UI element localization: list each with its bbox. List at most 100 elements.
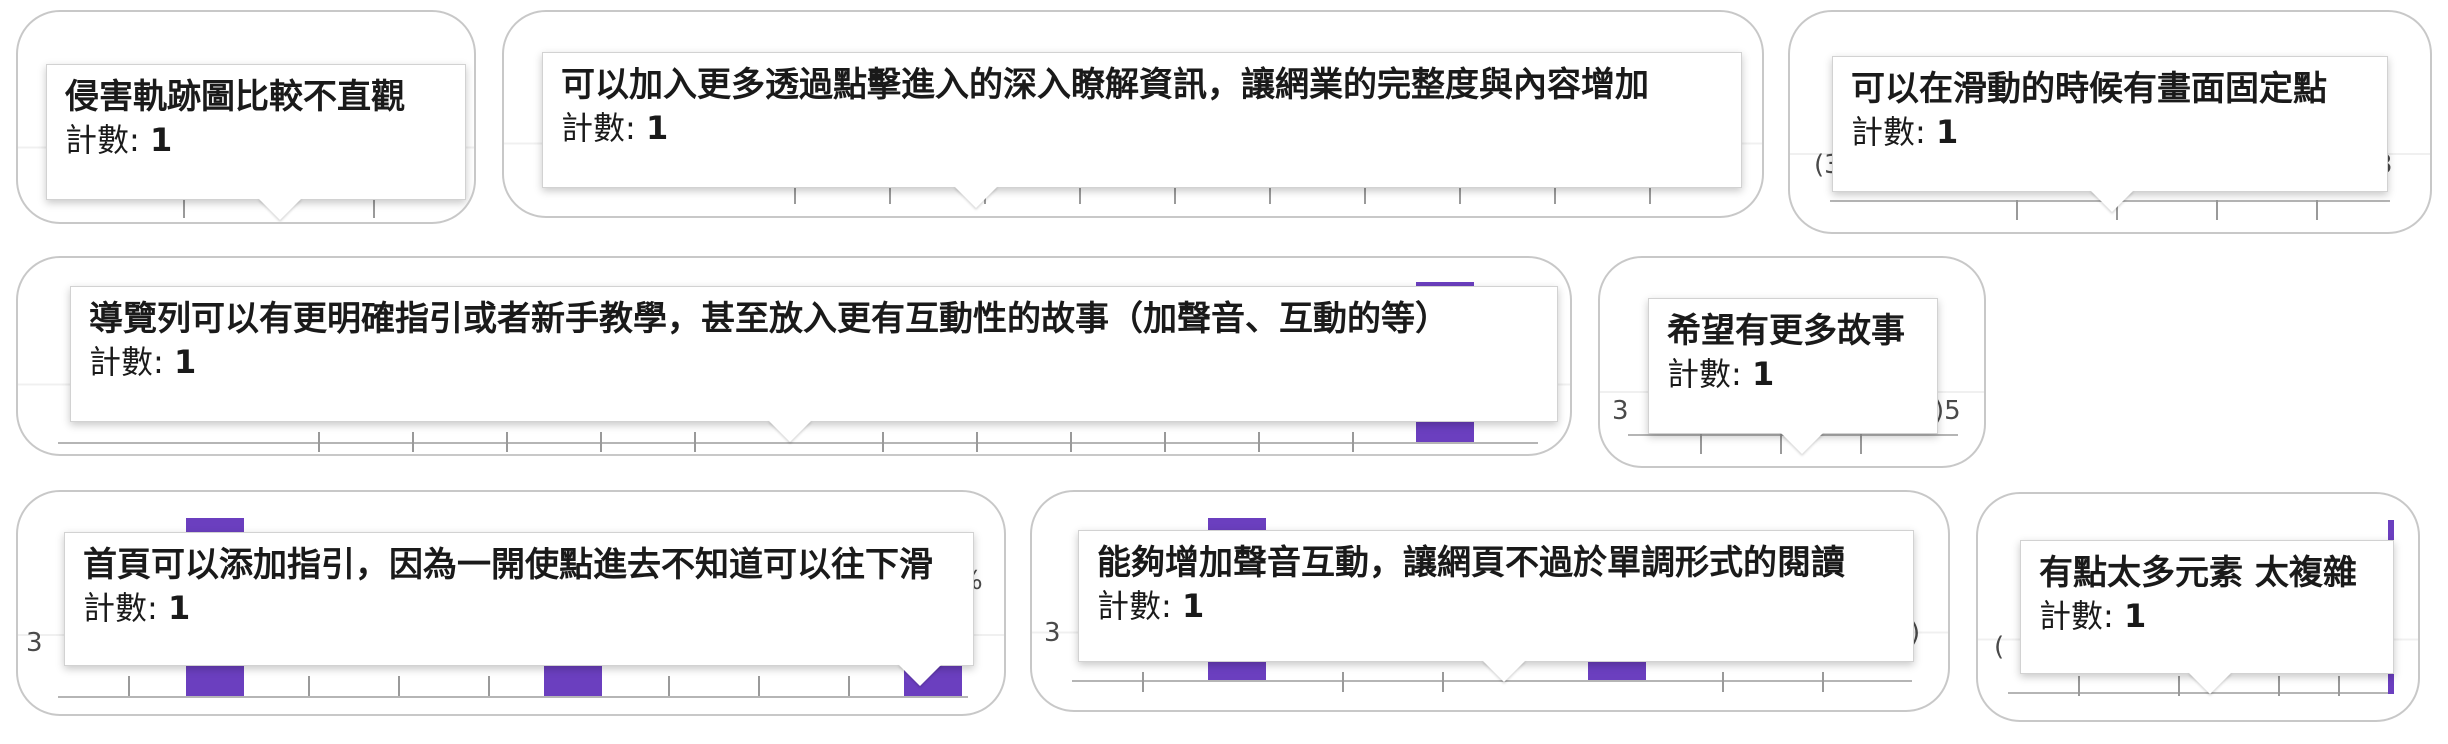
axis-tick <box>506 432 508 452</box>
axis-tick <box>373 198 375 218</box>
tooltip-pointer <box>768 420 812 442</box>
tooltip-title: 能夠增加聲音互動，讓網頁不過於單調形式的閱讀 <box>1097 543 1845 583</box>
tooltip-title: 可以加入更多透過點擊進入的深入瞭解資訊，讓網業的完整度與內容增加 <box>561 65 1649 105</box>
tooltip-count: 計數: 1 <box>83 587 957 629</box>
tooltip-pointer <box>954 186 998 208</box>
axis-tick <box>2316 200 2318 220</box>
x-axis <box>58 442 1538 444</box>
count-label: 計數: <box>561 109 636 147</box>
tooltip: 希望有更多故事 計數: 1 <box>1648 298 1938 434</box>
axis-tick <box>1164 432 1166 452</box>
bar <box>1588 658 1646 680</box>
feedback-card-1: 侵害軌跡圖比較不直觀 計數: 1 <box>16 10 476 224</box>
axis-tick <box>1258 432 1260 452</box>
feedback-card-7: 3 ) 能夠增加聲音互動，讓網頁不過於單調形式的閱讀 計數: 1 <box>1030 490 1950 712</box>
axis-tick <box>600 432 602 452</box>
feedback-card-5: 3 )5 希望有更多故事 計數: 1 <box>1598 256 1986 468</box>
axis-tick <box>1442 672 1444 692</box>
axis-tick <box>1822 672 1824 692</box>
count-label: 計數: <box>2039 597 2114 635</box>
axis-tick <box>1352 432 1354 452</box>
axis-tick <box>848 676 850 696</box>
bar <box>2388 520 2394 542</box>
tooltip-pointer <box>258 198 302 220</box>
tooltip: 導覽列可以有更明確指引或者新手教學，甚至放入更有互動性的故事（加聲音、互動的等）… <box>70 286 1558 422</box>
tooltip-count: 計數: 1 <box>65 119 449 161</box>
axis-tick <box>1070 432 1072 452</box>
axis-tick <box>1142 672 1144 692</box>
axis-tick <box>2216 200 2218 220</box>
tooltip-pointer <box>1482 660 1526 682</box>
count-value: 1 <box>1181 587 1205 625</box>
tooltip-title: 希望有更多故事 <box>1667 311 1905 351</box>
axis-tick <box>976 432 978 452</box>
axis-tick <box>1459 184 1461 204</box>
tooltip: 能夠增加聲音互動，讓網頁不過於單調形式的閱讀 計數: 1 <box>1078 530 1914 662</box>
x-axis <box>58 696 968 698</box>
axis-tick <box>128 676 130 696</box>
axis-tick <box>398 676 400 696</box>
feedback-card-6: 3 % 首頁可以添加指引，因為一開使點進去不知道可以往下滑 計數: 1 <box>16 490 1006 716</box>
axis-tick <box>694 432 696 452</box>
axis-tick <box>668 676 670 696</box>
axis-tick <box>1860 434 1862 454</box>
axis-tick <box>1174 184 1176 204</box>
tooltip-title: 有點太多元素 太複雜 <box>2039 553 2357 593</box>
count-value: 1 <box>645 109 669 147</box>
axis-tick <box>488 676 490 696</box>
tooltip-pointer <box>898 664 942 686</box>
tooltip: 可以在滑動的時候有畫面固定點 計數: 1 <box>1832 56 2388 192</box>
tooltip-title: 侵害軌跡圖比較不直觀 <box>65 77 405 117</box>
tooltip-count: 計數: 1 <box>2039 595 2377 637</box>
axis-tick <box>2078 676 2080 696</box>
tooltip: 有點太多元素 太複雜 計數: 1 <box>2020 540 2394 674</box>
axis-tick <box>794 184 796 204</box>
clipped-axis-label: 3 <box>26 628 43 658</box>
count-value: 1 <box>149 121 173 159</box>
bar <box>2388 672 2394 694</box>
tooltip-pointer <box>2090 190 2134 212</box>
tooltip: 侵害軌跡圖比較不直觀 計數: 1 <box>46 64 466 200</box>
axis-tick <box>2338 676 2340 696</box>
count-value: 1 <box>173 343 197 381</box>
feedback-card-4: 導覽列可以有更明確指引或者新手教學，甚至放入更有互動性的故事（加聲音、互動的等）… <box>16 256 1572 456</box>
tooltip: 可以加入更多透過點擊進入的深入瞭解資訊，讓網業的完整度與內容增加 計數: 1 <box>542 52 1742 188</box>
axis-tick <box>308 676 310 696</box>
count-label: 計數: <box>83 589 158 627</box>
tooltip-count: 計數: 1 <box>1851 111 2371 153</box>
tooltip-count: 計數: 1 <box>1667 353 1921 395</box>
clipped-axis-label: 3 <box>1612 396 1629 426</box>
clipped-axis-label: 3 <box>1044 618 1061 648</box>
axis-tick <box>183 198 185 218</box>
axis-tick <box>1722 672 1724 692</box>
count-value: 1 <box>167 589 191 627</box>
axis-tick <box>1364 184 1366 204</box>
tooltip-title: 導覽列可以有更明確指引或者新手教學，甚至放入更有互動性的故事（加聲音、互動的等） <box>89 299 1449 339</box>
feedback-card-3: (3 3 可以在滑動的時候有畫面固定點 計數: 1 <box>1788 10 2432 234</box>
count-value: 1 <box>1935 113 1959 151</box>
bar <box>186 662 244 698</box>
axis-tick <box>2016 200 2018 220</box>
count-label: 計數: <box>1851 113 1926 151</box>
tooltip-title: 首頁可以添加指引，因為一開使點進去不知道可以往下滑 <box>83 545 933 585</box>
count-label: 計數: <box>89 343 164 381</box>
tooltip-title: 可以在滑動的時候有畫面固定點 <box>1851 69 2327 109</box>
clipped-axis-label: ) <box>1910 618 1921 648</box>
tooltip: 首頁可以添加指引，因為一開使點進去不知道可以往下滑 計數: 1 <box>64 532 974 666</box>
axis-tick <box>1554 184 1556 204</box>
axis-tick <box>318 432 320 452</box>
axis-tick <box>412 432 414 452</box>
count-label: 計數: <box>1667 355 1742 393</box>
axis-tick <box>2178 676 2180 696</box>
tooltip-count: 計數: 1 <box>89 341 1541 383</box>
count-value: 1 <box>2123 597 2147 635</box>
axis-tick <box>1079 184 1081 204</box>
axis-tick <box>1649 184 1651 204</box>
bar <box>1208 658 1266 680</box>
clipped-axis-label: ( <box>1994 632 2005 662</box>
tooltip-count: 計數: 1 <box>561 107 1725 149</box>
tooltip-pointer <box>2188 672 2232 694</box>
feedback-card-8: ( 有點太多元素 太複雜 計數: 1 <box>1976 492 2420 722</box>
count-label: 計數: <box>1097 587 1172 625</box>
feedback-card-2: 可以加入更多透過點擊進入的深入瞭解資訊，讓網業的完整度與內容增加 計數: 1 <box>502 10 1764 218</box>
